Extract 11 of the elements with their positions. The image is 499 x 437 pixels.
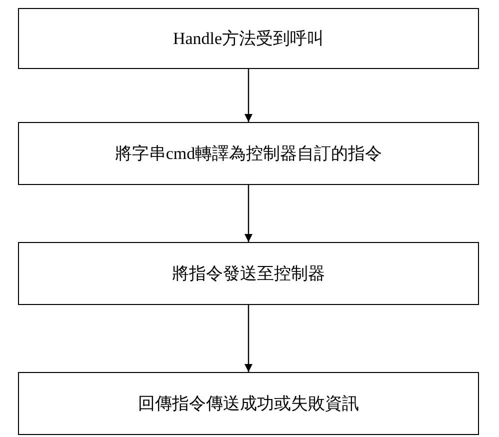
process-box <box>18 372 479 435</box>
step-text: 將字串cmd轉譯為控制器自訂的指令 <box>114 143 382 165</box>
step-text: 回傳指令傳送成功或失敗資訊 <box>138 393 359 415</box>
step-text: Handle方法受到呼叫 <box>172 28 324 50</box>
process-box <box>18 122 479 185</box>
process-box <box>18 242 479 305</box>
arrow <box>244 185 252 242</box>
process-box <box>18 8 479 69</box>
arrow <box>244 305 252 372</box>
step-text: 將指令發送至控制器 <box>172 263 325 285</box>
arrow <box>244 69 252 122</box>
